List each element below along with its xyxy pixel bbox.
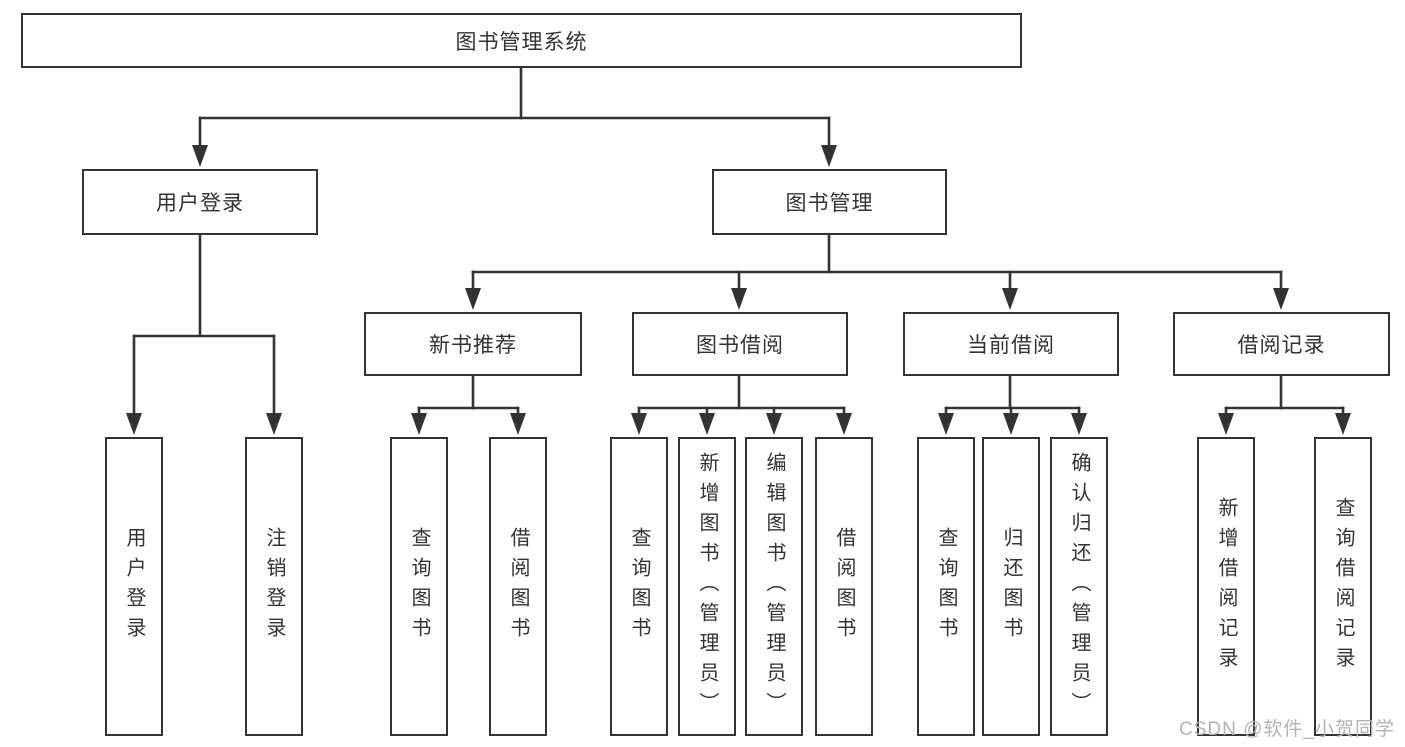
connector-user-login-to-leaves bbox=[126, 231, 282, 435]
node-user-login-label: 用户登录 bbox=[156, 192, 244, 215]
connector-root-to-level2 bbox=[192, 64, 837, 167]
leaf-user-login: 用户登录 bbox=[105, 437, 163, 736]
leaf-records-query-record: 查询借阅记录 bbox=[1314, 437, 1372, 736]
leaf-logout-login-label: 注销登录 bbox=[263, 526, 285, 647]
leaf-current-query-books-label: 查询图书 bbox=[935, 526, 957, 647]
connector-book-management-to-level3 bbox=[465, 231, 1289, 310]
leaf-current-return-books-label: 归还图书 bbox=[1000, 526, 1022, 647]
leaf-current-return-books: 归还图书 bbox=[982, 437, 1040, 736]
leaf-newbook-borrow-books-label: 借阅图书 bbox=[507, 526, 529, 647]
connector-current-borrow-to-leaves bbox=[938, 374, 1087, 435]
leaf-user-login-label: 用户登录 bbox=[123, 526, 145, 647]
leaf-records-query-record-label: 查询借阅记录 bbox=[1332, 496, 1354, 677]
leaf-newbook-borrow-books: 借阅图书 bbox=[489, 437, 547, 736]
leaf-records-add-record-label: 新增借阅记录 bbox=[1215, 496, 1237, 677]
leaf-newbook-query-books-label: 查询图书 bbox=[408, 526, 430, 647]
node-borrow-records: 借阅记录 bbox=[1173, 312, 1390, 376]
node-user-login: 用户登录 bbox=[82, 169, 318, 235]
leaf-borrow-query-books: 查询图书 bbox=[610, 437, 668, 736]
leaf-current-confirm-return-admin-label: 确认归还（管理员） bbox=[1068, 451, 1090, 722]
node-book-borrow-label: 图书借阅 bbox=[696, 334, 784, 357]
leaf-borrow-borrow-books: 借阅图书 bbox=[815, 437, 873, 736]
leaf-current-query-books: 查询图书 bbox=[917, 437, 975, 736]
node-new-book-recommend-label: 新书推荐 bbox=[429, 334, 517, 357]
connector-new-book-to-leaves bbox=[411, 374, 526, 435]
connector-borrow-records-to-leaves bbox=[1218, 374, 1351, 435]
leaf-borrow-add-books-admin: 新增图书（管理员） bbox=[678, 437, 736, 736]
node-new-book-recommend: 新书推荐 bbox=[364, 312, 582, 376]
leaf-borrow-borrow-books-label: 借阅图书 bbox=[833, 526, 855, 647]
leaf-borrow-query-books-label: 查询图书 bbox=[628, 526, 650, 647]
connector-book-borrow-to-leaves bbox=[631, 374, 852, 435]
node-current-borrow-label: 当前借阅 bbox=[967, 334, 1055, 357]
node-book-borrow: 图书借阅 bbox=[632, 312, 848, 376]
leaf-newbook-query-books: 查询图书 bbox=[390, 437, 448, 736]
node-root-label: 图书管理系统 bbox=[455, 30, 588, 54]
leaf-records-add-record: 新增借阅记录 bbox=[1197, 437, 1255, 736]
leaf-current-confirm-return-admin: 确认归还（管理员） bbox=[1050, 437, 1108, 736]
node-borrow-records-label: 借阅记录 bbox=[1237, 334, 1326, 357]
leaf-borrow-edit-books-admin-label: 编辑图书（管理员） bbox=[763, 451, 785, 722]
leaf-logout-login: 注销登录 bbox=[245, 437, 303, 736]
leaf-borrow-add-books-admin-label: 新增图书（管理员） bbox=[696, 451, 718, 722]
csdn-watermark: CSDN @软件_小贺同学 bbox=[1179, 719, 1395, 740]
node-current-borrow: 当前借阅 bbox=[903, 312, 1119, 376]
node-book-management: 图书管理 bbox=[712, 169, 947, 235]
node-root: 图书管理系统 bbox=[21, 13, 1022, 68]
node-book-management-label: 图书管理 bbox=[785, 192, 874, 215]
leaf-borrow-edit-books-admin: 编辑图书（管理员） bbox=[745, 437, 803, 736]
